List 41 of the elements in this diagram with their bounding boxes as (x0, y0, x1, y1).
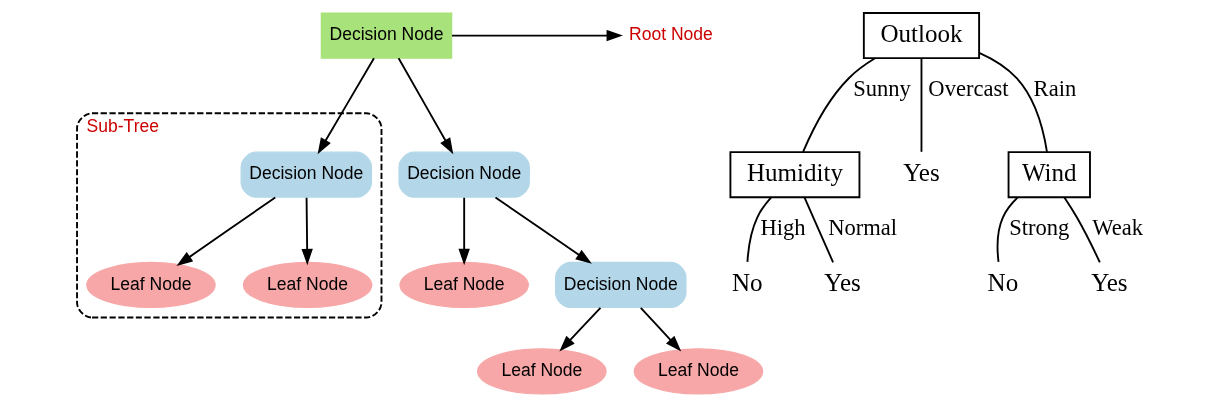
connector (920, 57, 923, 153)
connector (1063, 196, 1101, 264)
connector (996, 196, 1019, 263)
node-box: Wind (1007, 151, 1091, 199)
node-text: Yes (1091, 269, 1128, 297)
node-ellipse: Leaf Node (399, 261, 529, 309)
edge-label: Normal (828, 215, 898, 241)
node-box: Decision Node (555, 261, 687, 309)
node-box: Decision Node (320, 12, 453, 59)
arrow (458, 196, 470, 266)
connector (746, 196, 773, 263)
edge-label: Strong (1009, 215, 1070, 241)
edge-label: Sunny (853, 76, 911, 102)
arrow (451, 29, 623, 42)
node-box: Humidity (729, 151, 861, 199)
edge-label: Rain (1033, 76, 1077, 102)
arrow (317, 57, 375, 155)
node-ellipse: Leaf Node (633, 348, 764, 395)
node-box: Decision Node (240, 151, 373, 198)
node-text: No (987, 269, 1019, 297)
edge-label: High (760, 215, 806, 241)
node-ellipse: Leaf Node (86, 261, 216, 309)
edge-label: Weak (1092, 215, 1143, 241)
connector (803, 196, 835, 264)
node-box: Decision Node (398, 151, 530, 198)
arrow (397, 57, 454, 155)
edge-label: Overcast (928, 76, 1009, 102)
node-text: Yes (824, 269, 861, 297)
connector (802, 57, 876, 153)
node-text: Root Node (628, 24, 713, 45)
node-text: No (732, 269, 763, 297)
arrow (176, 196, 277, 266)
node-ellipse: Leaf Node (242, 261, 373, 309)
arrow (559, 306, 602, 352)
arrow (494, 196, 592, 264)
arrow (639, 306, 682, 352)
arrow (301, 196, 313, 266)
node-ellipse: Leaf Node (477, 348, 607, 395)
node-text: Yes (903, 158, 940, 186)
connector (978, 52, 1048, 153)
node-box: Outlook (862, 12, 981, 60)
